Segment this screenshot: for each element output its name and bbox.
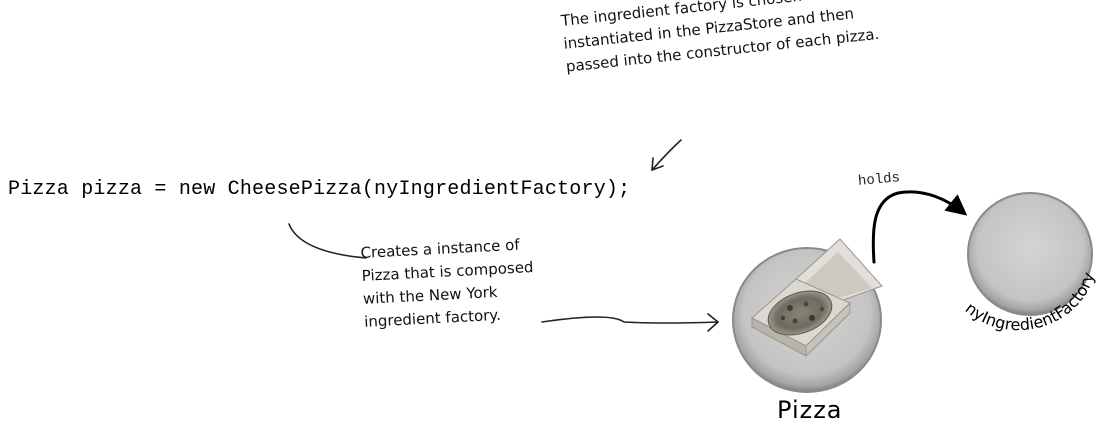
pizza-object <box>732 238 883 393</box>
pizza-pie-icon <box>767 290 833 336</box>
pizza-object-label: Pizza <box>777 396 843 424</box>
factory-object-circle <box>967 192 1093 316</box>
top-note-arrow-shaft <box>651 139 682 171</box>
note-to-pizza-arrow-head-b <box>707 321 719 332</box>
top-note-arrow <box>651 139 682 171</box>
top-note-arrow-head-a <box>651 157 654 171</box>
note-to-pizza-arrow <box>541 313 719 332</box>
note-to-pizza-arrow-head-a <box>707 313 719 323</box>
pizza-box-icon <box>751 238 883 358</box>
factory-object: nyIngredientFactory <box>962 192 1098 334</box>
code-statement: Pizza pizza = new CheesePizza(nyIngredie… <box>8 178 631 201</box>
code-to-note-connector <box>288 223 367 259</box>
note-to-pizza-arrow-shaft <box>541 316 719 324</box>
holds-arrow <box>871 190 968 264</box>
top-note-arrow-head-b <box>651 165 664 171</box>
